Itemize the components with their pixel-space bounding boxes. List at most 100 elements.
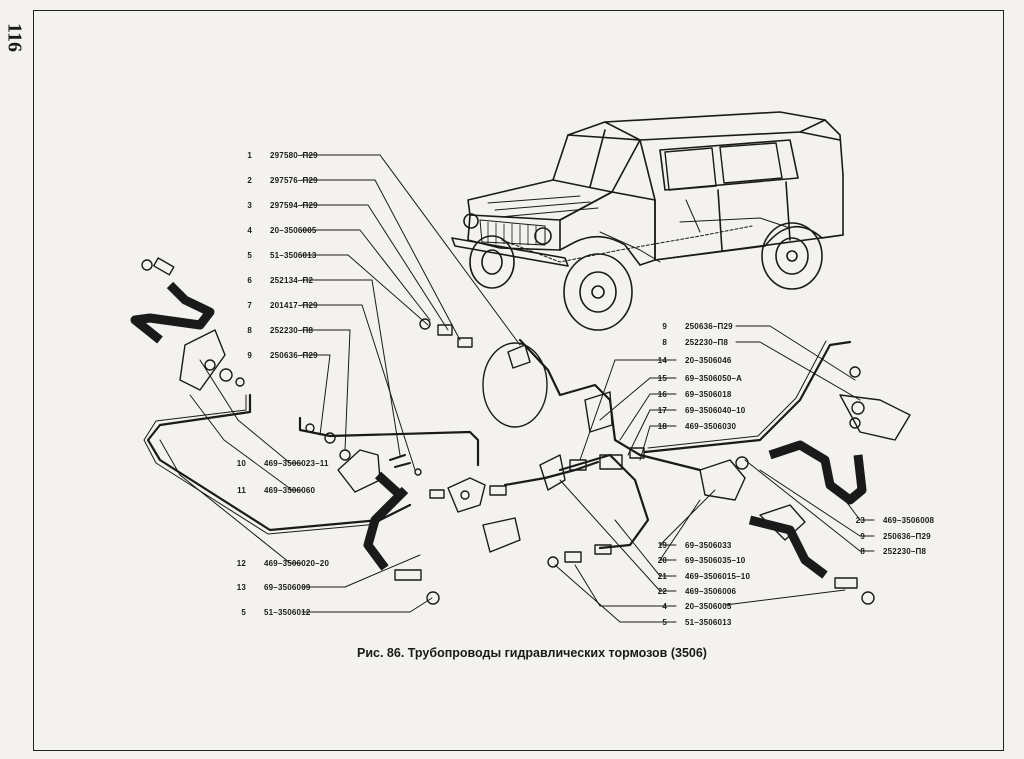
callout-number: 9	[860, 532, 865, 541]
callout-label: 8 252230–П8	[653, 338, 728, 347]
callout-number: 8	[860, 547, 865, 556]
callout-label: 19 69–3506033	[653, 541, 732, 550]
callout-number: 12	[236, 559, 246, 568]
callout-label: 10 469–3506023–11	[232, 459, 329, 468]
part-number: 252134–П2	[270, 276, 314, 285]
part-number: 201417–П29	[270, 301, 318, 310]
callout-number: 11	[237, 486, 246, 495]
callout-label: 1 297580–П29	[238, 151, 318, 160]
leader-lines-right	[554, 325, 875, 623]
part-number: 51–3506013	[685, 618, 732, 627]
callout-label: 12 469–3506020–20	[232, 559, 329, 568]
callout-number: 8	[662, 338, 667, 347]
part-number: 20–3506046	[685, 356, 732, 365]
callout-label: 21 469–3506015–10	[653, 572, 750, 581]
callout-label: 14 20–3506046	[653, 356, 732, 365]
part-number: 51–3506012	[264, 608, 311, 617]
part-number: 69–3506009	[264, 583, 311, 592]
callout-number: 17	[657, 406, 667, 415]
part-number: 297580–П29	[270, 151, 318, 160]
part-number: 252230–П8	[685, 338, 729, 347]
part-number: 297594–П29	[270, 201, 318, 210]
callout-number: 2	[247, 176, 252, 185]
callout-number: 22	[657, 587, 667, 596]
part-number: 469–3506008	[883, 516, 935, 525]
part-number: 469–3506015–10	[685, 572, 751, 581]
callout-number: 4	[247, 226, 252, 235]
callout-label: 5 51–3506013	[238, 251, 317, 260]
part-number: 69–3506018	[685, 390, 732, 399]
frame-top-rule	[33, 10, 1003, 11]
callout-label: 5 51–3506012	[232, 608, 311, 617]
callout-number: 5	[241, 608, 246, 617]
callout-label: 17 69–3506040–10	[653, 406, 746, 415]
callout-number: 19	[657, 541, 667, 550]
part-number: 250636–П29	[270, 351, 318, 360]
callout-number: 8	[247, 326, 252, 335]
part-number: 250636–П29	[685, 322, 733, 331]
page-frame	[33, 10, 1004, 751]
part-number: 469–3506023–11	[264, 459, 329, 468]
leader-lines-left	[159, 154, 521, 613]
part-number: 69–3506040–10	[685, 406, 746, 415]
callout-number: 18	[657, 422, 667, 431]
part-number: 69–3506033	[685, 541, 732, 550]
callout-number: 16	[657, 390, 667, 399]
part-number: 469–3506020–20	[264, 559, 330, 568]
figure-caption: Рис. 86. Трубопроводы гидравлических тор…	[357, 646, 707, 660]
callout-number: 21	[657, 572, 667, 581]
fittings-and-brackets	[141, 257, 911, 605]
flexible-brake-hoses	[130, 281, 867, 579]
callout-label: 6 252134–П2	[238, 276, 313, 285]
callout-number: 9	[662, 322, 667, 331]
callout-label: 5 51–3506013	[653, 618, 732, 627]
callout-number: 10	[236, 459, 246, 468]
callout-label: 15 69–3506050–А	[653, 374, 742, 383]
callout-number: 5	[247, 251, 252, 260]
callout-number: 1	[247, 151, 252, 160]
vehicle-drawing	[451, 111, 844, 331]
callout-label: 9 250636–П29	[238, 351, 318, 360]
callout-label: 18 469–3506030	[653, 422, 736, 431]
callout-number: 9	[247, 351, 252, 360]
frame-right-rule	[1003, 10, 1004, 750]
callout-label: 3 297594–П29	[238, 201, 318, 210]
part-number: 69–3506050–А	[685, 374, 743, 383]
part-number: 250636–П29	[883, 532, 931, 541]
callout-label: 2 297576–П29	[238, 176, 318, 185]
callout-label: 13 69–3506009	[232, 583, 311, 592]
callout-label: 22 469–3506006	[653, 587, 736, 596]
callout-number: 5	[662, 618, 667, 627]
steel-brake-pipes	[143, 338, 852, 550]
callout-label: 11 469–3506060	[232, 486, 315, 495]
part-number: 252230–П8	[270, 326, 314, 335]
callout-number: 20	[657, 556, 667, 565]
part-number: 469–3506006	[685, 587, 737, 596]
callout-label: 7 201417–П29	[238, 301, 318, 310]
callout-number: 4	[662, 602, 667, 611]
part-number: 51–3506013	[270, 251, 317, 260]
callout-number: 23	[855, 516, 865, 525]
part-number: 469–3506060	[264, 486, 316, 495]
callout-number: 3	[247, 201, 252, 210]
callout-number: 6	[247, 276, 252, 285]
callout-number: 13	[236, 583, 246, 592]
callout-label: 16 69–3506018	[653, 390, 732, 399]
part-number: 252230–П8	[883, 547, 927, 556]
callout-label: 9 250636–П29	[653, 322, 733, 331]
part-number: 20–3506005	[685, 602, 732, 611]
callout-label: 4 20–3506005	[653, 602, 732, 611]
callout-number: 7	[247, 301, 252, 310]
part-number: 469–3506030	[685, 422, 737, 431]
callout-label: 8 252230–П8	[851, 547, 926, 556]
callout-label: 23 469–3506008	[851, 516, 934, 525]
callout-number: 14	[657, 356, 667, 365]
callout-number: 15	[657, 374, 667, 383]
part-number: 297576–П29	[270, 176, 318, 185]
callout-label: 8 252230–П8	[238, 326, 313, 335]
callout-label: 9 250636–П29	[851, 532, 931, 541]
